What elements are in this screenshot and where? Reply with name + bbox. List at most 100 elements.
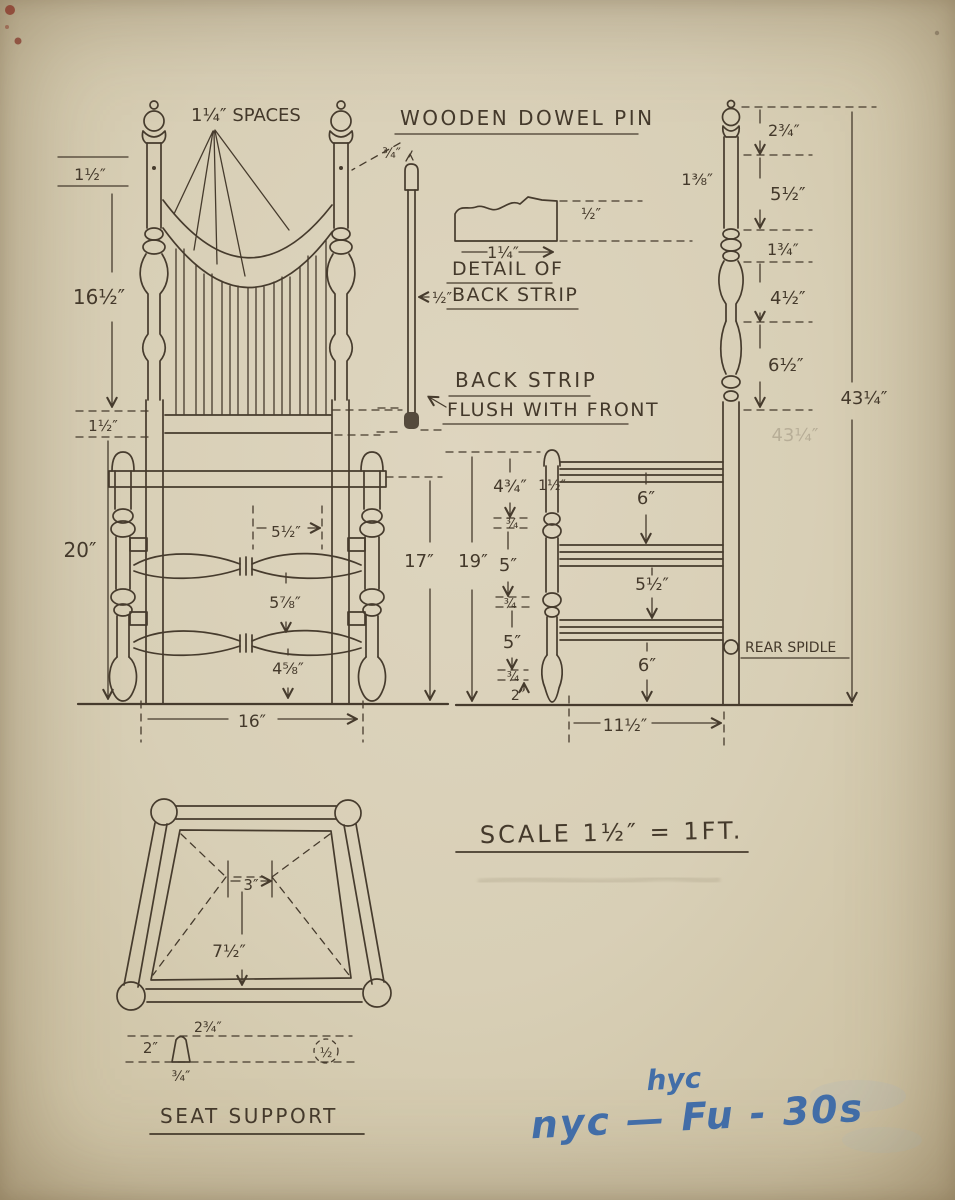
support-hole: [313, 1038, 339, 1064]
paint-spot: [14, 37, 22, 45]
flush-with-front-note: FLUSH WITH FRONT: [447, 399, 659, 421]
erased-pencil-text: [477, 874, 721, 885]
headings: 1¼″ SPACES WOODEN DOWEL PIN BACK STRIP F…: [149, 105, 749, 1135]
seat-frame: [116, 798, 392, 1011]
dowel-top-squiggle: [405, 150, 414, 162]
front-view: [108, 100, 387, 704]
tenon-stub: [129, 537, 148, 552]
dim-top-rail-gap: 6″: [637, 488, 655, 509]
front-view-dimensions: 1½″ 16½″ 1½″ 20″ 5½″ 5⅞″ 4⅝″ 16″ 17″: [57, 156, 443, 743]
dim-width: 16″: [238, 712, 266, 732]
wooden-dowel-pin-label: WOODEN DOWEL PIN: [400, 106, 655, 130]
back-post: [139, 100, 169, 704]
dim-overall-height-ghost: 43¼″: [771, 425, 818, 446]
annotation-top: hyc: [646, 1061, 703, 1097]
dim-top-gap: 1½″: [74, 165, 106, 184]
dim-mid-rail-gap: 5½″: [635, 575, 669, 595]
dim-finial: 2¾″: [768, 121, 800, 140]
strip-cross-section: [454, 196, 558, 242]
side-mid-rails: [559, 544, 724, 567]
back-strip-title: BACK STRIP: [452, 284, 578, 306]
support-section-lines: [125, 1035, 357, 1063]
dim-rail-a: ¾: [506, 517, 519, 532]
dim-depth: 11½″: [603, 716, 647, 736]
dim-lower-vase: 6½″: [768, 355, 804, 376]
support-profile: [171, 1035, 191, 1063]
dim-upper-post: 5½″: [770, 184, 806, 205]
crest-rail: [162, 199, 333, 259]
dim-rail-c: ¾: [507, 670, 520, 685]
detail-of-title: DETAIL OF: [452, 258, 563, 280]
dim-overall-height: 43¼″: [840, 388, 887, 409]
dim-plan-depth: 7½″: [212, 942, 246, 962]
dim-strip-width: 1¼″: [487, 243, 519, 262]
back-rail: [164, 414, 332, 434]
dowel-tip: [404, 412, 419, 429]
stain: [810, 1080, 906, 1112]
annotation-bottom: nyc — Fu - 30s: [529, 1086, 865, 1147]
front-stretcher: [133, 552, 362, 580]
dim-front-post-diameter: 1½″: [538, 478, 566, 494]
side-bottom-rails: [559, 619, 724, 641]
dim-vase: 4½″: [770, 288, 806, 309]
seat-diagonals: [152, 833, 350, 976]
dim-stretcher-floor: 4⅝″: [272, 659, 304, 678]
dim-post-diameter: 1⅜″: [681, 170, 713, 189]
side-view-dimensions: REAR SPIDLE 19″ 4¾″ ¾ 5″ ¾ 5″ ¾ 2″ 1½″ 6…: [445, 106, 888, 747]
seat-support-title: SEAT SUPPORT: [160, 1104, 338, 1128]
dim-seat-height: 20″: [64, 538, 97, 562]
spaces-leader-lines: [173, 129, 290, 277]
front-stretcher: [133, 629, 362, 657]
rear-post: [718, 99, 744, 705]
front-leg: [357, 451, 387, 702]
back-spindles: [175, 239, 327, 415]
dim-rail-height: 1½″: [88, 417, 118, 435]
rear-spindle-label: REAR SPIDLE: [745, 640, 836, 656]
back-strip-note: BACK STRIP: [455, 368, 597, 392]
dim-center-gap: 3″: [243, 876, 259, 894]
leader-line: [351, 142, 401, 171]
dim-gap-a: 5″: [499, 555, 517, 576]
dim-top-width: 2¾″: [194, 1020, 222, 1036]
dim-stretcher-spacing: 5⅞″: [269, 593, 301, 612]
side-front-post: [541, 449, 563, 703]
side-seat-rails: [559, 461, 724, 483]
dim-back-height: 16½″: [73, 285, 125, 309]
back-strip-detail: ½″ 1¼″ DETAIL OF BACK STRIP: [446, 196, 693, 310]
paint-spot: [5, 25, 9, 29]
dim-front-leg-height: 17″: [404, 551, 434, 572]
tenon-stub: [347, 611, 366, 626]
front-seat-rail: [108, 470, 387, 488]
dim-stretcher-span: 5½″: [271, 523, 301, 541]
dim-hole: ½: [320, 1046, 333, 1061]
tenon-stub: [347, 537, 366, 552]
dim-gap-b: 5″: [503, 632, 521, 653]
dim-bottom-rail-gap: 6″: [638, 655, 656, 676]
dowel-cap: [404, 163, 419, 191]
dim-neck: 1¾″: [767, 240, 799, 259]
dim-bottom-width: ¾″: [172, 1069, 191, 1085]
plan-view: 3″ 7½″ 2″ 2¾″ ¾″ ½: [116, 798, 392, 1085]
ink-speck: [934, 30, 940, 36]
rear-spindle-hole: [723, 639, 739, 655]
tenon-stub: [129, 611, 148, 626]
dowel-shaft: [407, 189, 416, 413]
spaces-label: 1¼″ SPACES: [191, 105, 301, 126]
dowel-pin-detail: ¾″ ½″: [351, 142, 453, 433]
dim-rail-b: ¾: [504, 597, 517, 612]
stain: [842, 1127, 922, 1153]
ground-line: [76, 702, 854, 707]
dim-height-to-rail: 19″: [458, 551, 488, 572]
paint-spot: [5, 5, 15, 15]
dim-dowel-inset: ½″: [432, 289, 453, 307]
dim-foot: 2″: [511, 688, 525, 704]
paper-marks: [5, 5, 940, 1153]
dim-dowel-diameter: ¾″: [382, 146, 401, 162]
front-leg: [108, 451, 138, 702]
dim-strip-thickness: ½″: [581, 205, 602, 223]
dim-seat-drop: 4¾″: [493, 477, 527, 497]
dim-side-width: 2″: [143, 1039, 159, 1057]
blue-annotation: hyc nyc — Fu - 30s: [529, 1061, 865, 1147]
